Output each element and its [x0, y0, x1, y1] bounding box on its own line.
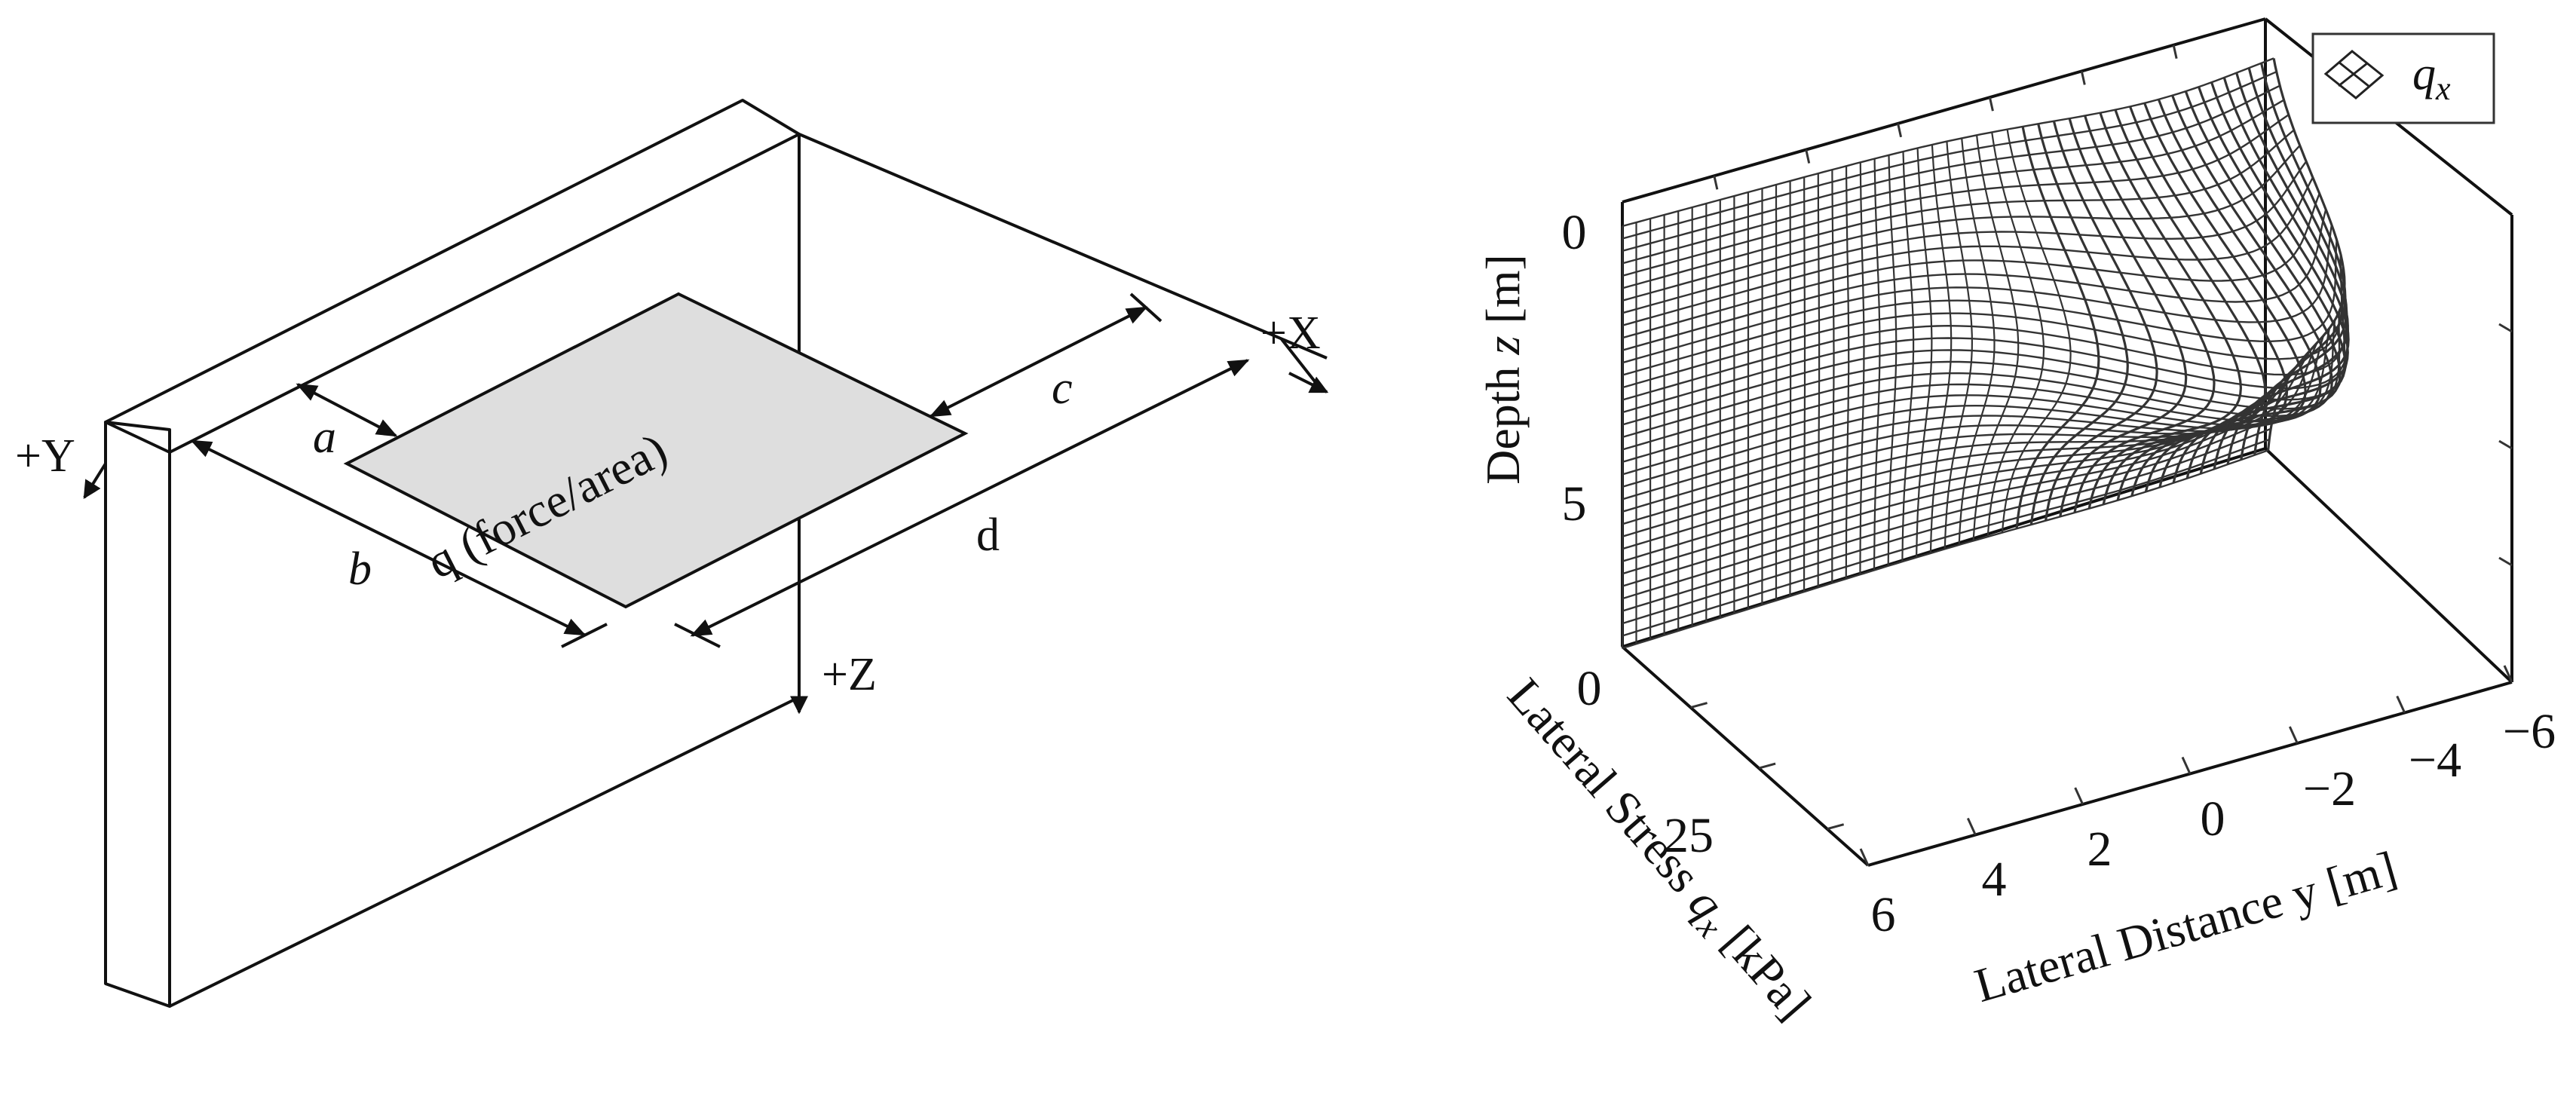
axis-tick-mark — [2503, 665, 2513, 683]
axis-tick-mark — [2498, 323, 2513, 333]
axis-tick-mark — [1897, 123, 1903, 138]
dim-c-line — [929, 306, 1148, 418]
mesh-line — [2240, 67, 2348, 461]
axis-tick-mark — [2498, 556, 2513, 567]
q-tick-25: 25 — [1664, 808, 1714, 863]
mesh-line — [2059, 118, 2188, 517]
mesh-line — [1622, 176, 2314, 326]
mesh-line — [1859, 162, 1865, 575]
mesh-line — [1986, 132, 2045, 537]
mesh-line — [1845, 166, 1850, 579]
dim-c-label: c — [1052, 363, 1073, 414]
axis-tick-mark — [2172, 44, 2178, 60]
mesh-line — [1622, 161, 2308, 314]
dim-d-tick — [674, 623, 721, 648]
mesh-line — [1789, 181, 1792, 596]
y-axis-title: Lateral Distance y [m] — [1969, 841, 2403, 1012]
y-tick-0: 0 — [2201, 791, 2225, 846]
mesh-line — [1958, 138, 1996, 545]
axis-tick-mark — [2074, 787, 2084, 805]
dim-b-tick — [561, 623, 608, 648]
axis-tick-mark — [1758, 762, 1776, 770]
axis-tick-mark — [1690, 702, 1708, 709]
axis-tick-mark — [2181, 756, 2192, 775]
dim-c-tick — [1129, 292, 1162, 323]
axis-tick-mark — [2288, 726, 2299, 744]
legend-swatch-icon — [2323, 50, 2385, 99]
q-tick-0: 0 — [1577, 661, 1602, 716]
dim-a-label: a — [313, 412, 336, 463]
mesh-line — [1873, 158, 1881, 571]
y-tick-6: 6 — [1871, 887, 1896, 942]
z-tick-0: 0 — [1562, 205, 1587, 260]
wall-outline — [104, 421, 171, 1008]
y-tick-2: 2 — [2087, 822, 2112, 877]
wall-diagram — [104, 99, 1328, 1008]
mesh-line — [2045, 121, 2158, 521]
axis-tick-mark — [2080, 71, 2086, 85]
mesh-line — [1622, 129, 2295, 289]
z-axis-title: Depth z [m] — [1476, 254, 1530, 485]
legend-label: qx — [2412, 48, 2451, 107]
y-tick-4: 4 — [1982, 852, 2007, 907]
y-axis-label: +Y — [15, 430, 75, 482]
mesh-line — [1916, 148, 1933, 558]
dim-b-line — [190, 439, 587, 636]
mesh-line — [1817, 173, 1821, 588]
mesh-line — [2226, 72, 2349, 465]
axis-tick-mark — [1966, 817, 1977, 836]
surface-chart — [1621, 17, 2513, 867]
axis-tick-mark — [1713, 175, 1719, 190]
mesh-line — [1929, 144, 1953, 553]
axis-tick-mark — [1859, 848, 1870, 866]
axis-tick-mark — [1827, 823, 1845, 831]
y-tick-neg4: −4 — [2409, 733, 2461, 788]
ground-back-edge — [798, 133, 1328, 360]
y-tick-neg6: −6 — [2503, 704, 2556, 759]
x-axis-label: +X — [1260, 308, 1321, 359]
axis-tick-mark — [2498, 439, 2513, 450]
mesh-line — [2073, 115, 2216, 513]
dim-a-line — [296, 383, 398, 437]
z-tick-5: 5 — [1562, 476, 1587, 531]
mesh-line — [1622, 449, 2268, 650]
mesh-line — [2015, 126, 2100, 529]
z-axis-label: +Z — [822, 649, 877, 700]
mesh-line — [2213, 77, 2350, 470]
axis-tick-mark — [2396, 695, 2406, 714]
mesh-line — [1972, 135, 2020, 541]
legend: qx — [2311, 32, 2495, 124]
mesh-line — [2001, 129, 2072, 533]
mesh-line — [1901, 152, 1915, 562]
wall-bottom-edge — [169, 696, 800, 1008]
mesh-line — [1831, 170, 1835, 583]
q-axis-title: Lateral Stress qx [kPa] — [1493, 668, 1821, 1033]
mesh-line — [1887, 155, 1898, 566]
mesh-line — [2253, 63, 2347, 455]
tick-marks — [1690, 44, 2513, 866]
mesh-line — [2116, 106, 2289, 501]
mesh-line — [2102, 109, 2267, 505]
mesh-line — [2029, 123, 2129, 525]
mesh-line — [1943, 141, 1974, 550]
axis-tick-mark — [1988, 96, 1994, 112]
mesh-line — [2199, 81, 2349, 474]
dim-d-line — [690, 359, 1250, 637]
dim-d-label: d — [976, 510, 1000, 561]
y-axis-arrow — [83, 462, 107, 500]
y-tick-neg2: −2 — [2303, 761, 2356, 816]
mesh-line — [2185, 86, 2347, 479]
mesh-line — [2267, 58, 2346, 451]
surface-mesh — [1621, 57, 2350, 650]
x-axis-arrowhead — [1288, 372, 1329, 393]
legend-box — [2311, 32, 2495, 124]
mesh-line — [2087, 112, 2243, 510]
axis-tick-mark — [1805, 149, 1811, 164]
dim-b-label: b — [348, 543, 372, 595]
mesh-line — [1803, 177, 1806, 592]
mesh-line — [2172, 90, 2342, 483]
